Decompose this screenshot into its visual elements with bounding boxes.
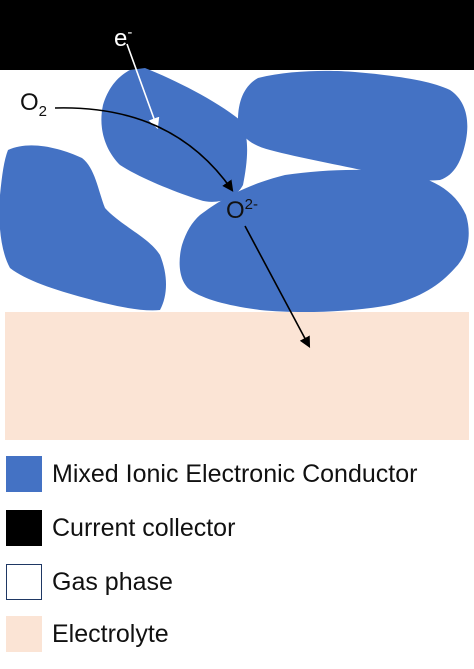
current-collector-layer bbox=[0, 0, 474, 70]
legend-item-mixed-conductor: Mixed Ionic Electronic Conductor bbox=[6, 456, 474, 500]
legend-swatch-current-collector bbox=[6, 510, 42, 546]
oxide-ion-arrow bbox=[244, 225, 311, 348]
legend-label-current-collector: Current collector bbox=[52, 514, 236, 542]
mixed-conductor-particle bbox=[238, 70, 468, 181]
electron-label: e- bbox=[114, 24, 133, 52]
legend-label-mixed-conductor: Mixed Ionic Electronic Conductor bbox=[52, 460, 418, 488]
mixed-conductor-particle bbox=[179, 169, 469, 313]
legend-item-electrolyte: Electrolyte bbox=[6, 616, 474, 660]
oxygen-gas-label: O2 bbox=[20, 89, 48, 120]
legend: Mixed Ionic Electronic Conductor Current… bbox=[0, 440, 474, 669]
legend-swatch-mixed-conductor bbox=[6, 456, 42, 492]
electrolyte-layer bbox=[5, 312, 469, 440]
oxygen-reduction-arrow bbox=[54, 107, 234, 192]
legend-item-current-collector: Current collector bbox=[6, 510, 474, 554]
legend-item-gas-phase: Gas phase bbox=[6, 564, 474, 608]
legend-swatch-gas-phase bbox=[6, 564, 42, 600]
legend-label-electrolyte: Electrolyte bbox=[52, 620, 169, 648]
mixed-conductor-particle bbox=[0, 145, 166, 311]
legend-swatch-electrolyte bbox=[6, 616, 42, 652]
diagram-canvas bbox=[0, 0, 474, 440]
electron-arrow bbox=[126, 43, 160, 130]
oxide-ion-label: O2- bbox=[226, 196, 259, 224]
legend-label-gas-phase: Gas phase bbox=[52, 568, 173, 596]
